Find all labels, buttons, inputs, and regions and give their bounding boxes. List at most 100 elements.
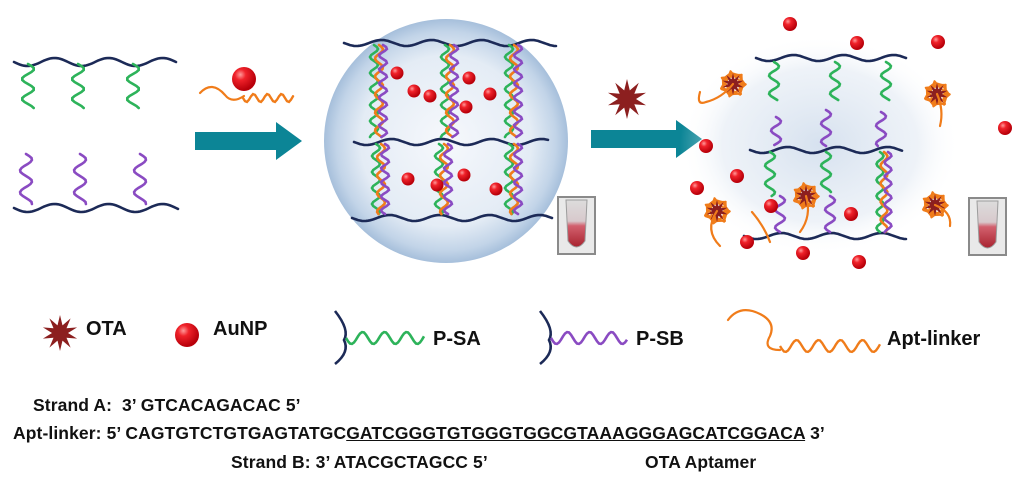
- legend-psa-strand: [344, 330, 426, 346]
- legend-label-ota: OTA: [86, 318, 127, 340]
- p3-free-b-low-2: [823, 194, 837, 234]
- sphere-duplex-b-1: [377, 43, 389, 139]
- p3-duplex-a: [875, 150, 885, 234]
- free-aunp-11: [852, 255, 866, 269]
- apt-linker-line: Apt-linker: 5’ CAGTGTCTGTGAGTATGCGATCGGG…: [13, 423, 825, 444]
- complex-tail-2: [935, 92, 943, 128]
- p-sb-strand-1: [18, 152, 34, 206]
- legend-label-aunp: AuNP: [213, 318, 268, 340]
- p3-free-a-2: [828, 60, 842, 102]
- tube-body: [565, 199, 588, 248]
- panel-separate-strands: [12, 56, 180, 214]
- sphere-duplex-a-3: [503, 43, 515, 139]
- backbone-strand-a-top: [12, 56, 178, 68]
- free-aunp-7: [730, 169, 744, 183]
- free-aunp-3: [931, 35, 945, 49]
- panel-crosslinked-hydrogel: [324, 19, 596, 263]
- arrow-2: [591, 79, 702, 158]
- p3-free-b-2: [819, 108, 833, 148]
- sphere-aunp-8: [430, 178, 444, 192]
- free-aunp-10: [796, 246, 810, 260]
- sphere-aunp-3: [423, 89, 437, 103]
- legend-label-psb: P-SB: [636, 328, 684, 350]
- complex-tail-3: [710, 209, 722, 248]
- arrow1-aunp: [232, 67, 256, 91]
- arrow1-linker-wave: [241, 92, 295, 104]
- backbone-strand-b-bottom: [12, 202, 180, 214]
- apt-linker-aptamer-sequence: GATCGGGTGTGGGTGGCGTAAAGGGAGCATCGGACA: [346, 423, 806, 443]
- tube-photo-before: [557, 196, 596, 255]
- p-sa-strand-3: [126, 62, 140, 110]
- legend-psb-strand: [549, 330, 629, 346]
- legend-label-psa: P-SA: [433, 328, 481, 350]
- sphere-aunp-6: [459, 100, 473, 114]
- p3-free-a-1: [767, 60, 781, 102]
- legend-symbols: [42, 309, 882, 366]
- ota-aptamer-caption: OTA Aptamer: [645, 452, 757, 472]
- p-sa-strand-1: [21, 62, 35, 110]
- p3-free-a-low-2: [819, 150, 833, 194]
- p3-free-b-low-1: [773, 194, 787, 234]
- legend-ota-icon: [42, 315, 78, 351]
- arrow-1-body: [195, 122, 302, 160]
- sphere-duplex-a-1: [368, 43, 380, 139]
- sphere-duplex-linker-6: [508, 142, 520, 216]
- complex-tail-5: [933, 203, 952, 228]
- free-aunp-12: [740, 235, 754, 249]
- free-linker-1: [750, 210, 772, 244]
- free-aunp-8: [764, 199, 778, 213]
- free-aunp-9: [844, 207, 858, 221]
- sphere-aunp-7: [401, 172, 415, 186]
- strand-b-line: Strand B: 3’ ATACGCTAGCC 5’: [231, 452, 488, 473]
- free-aunp-6: [690, 181, 704, 195]
- p-sa-strand-2: [71, 62, 85, 110]
- apt-linker-suffix: 3’: [805, 423, 825, 443]
- p-sb-strand-2: [72, 152, 88, 206]
- dissolving-gel-halo: [680, 35, 960, 255]
- sphere-duplex-b-4: [379, 142, 391, 216]
- free-aunp-4: [998, 121, 1012, 135]
- p-sb-strand-3: [132, 152, 148, 206]
- legend-label-apt-linker: Apt-linker: [887, 328, 981, 350]
- sphere-aunp-10: [489, 182, 503, 196]
- tube-photo-after: [968, 197, 1007, 256]
- arrow-1: [195, 67, 302, 160]
- sphere-duplex-b-6: [512, 142, 524, 216]
- free-aunp-1: [783, 17, 797, 31]
- legend-psb-backbone: [538, 310, 552, 366]
- legend-linker-head: [726, 309, 782, 352]
- p3-free-a-3: [879, 60, 893, 102]
- sphere-aunp-9: [457, 168, 471, 182]
- free-aunp-5: [699, 139, 713, 153]
- p3-free-b-1: [769, 115, 783, 147]
- sphere-aunp-4: [462, 71, 476, 85]
- free-aunp-2: [850, 36, 864, 50]
- sphere-duplex-linker-5: [438, 142, 450, 216]
- sphere-duplex-b-3: [512, 43, 524, 139]
- sphere-aunp-2: [407, 84, 421, 98]
- arrow1-linker-head: [198, 85, 246, 101]
- sphere-backbone-bottom: [350, 213, 554, 223]
- strand-b-sequence: 3’ ATACGCTAGCC 5’: [315, 452, 488, 472]
- sphere-duplex-a-2: [439, 43, 451, 139]
- p3-free-a-low-1: [763, 150, 777, 198]
- complex-tail-1: [697, 82, 735, 104]
- arrow-2-body: [591, 120, 702, 158]
- strand-a-line: Strand A: 3’ GTCACAGACAC 5’: [33, 395, 301, 416]
- p3-backbone-top: [754, 53, 908, 63]
- complex-tail-4: [798, 194, 810, 234]
- sphere-aunp-5: [483, 87, 497, 101]
- strand-a-label: Strand A:: [33, 395, 113, 415]
- sphere-duplex-linker-4: [375, 142, 387, 216]
- arrow2-ota: [608, 79, 646, 119]
- sphere-aunp-1: [390, 66, 404, 80]
- legend-linker-wave: [778, 338, 882, 354]
- sphere-duplex-b-5: [442, 142, 454, 216]
- apt-linker-label: Apt-linker:: [13, 423, 102, 443]
- p3-free-b-3: [874, 110, 888, 148]
- legend-aunp-icon: [175, 323, 199, 347]
- strand-b-label: Strand B:: [231, 452, 311, 472]
- p3-backbone-middle: [748, 145, 904, 155]
- legend-psa-backbone: [333, 310, 347, 366]
